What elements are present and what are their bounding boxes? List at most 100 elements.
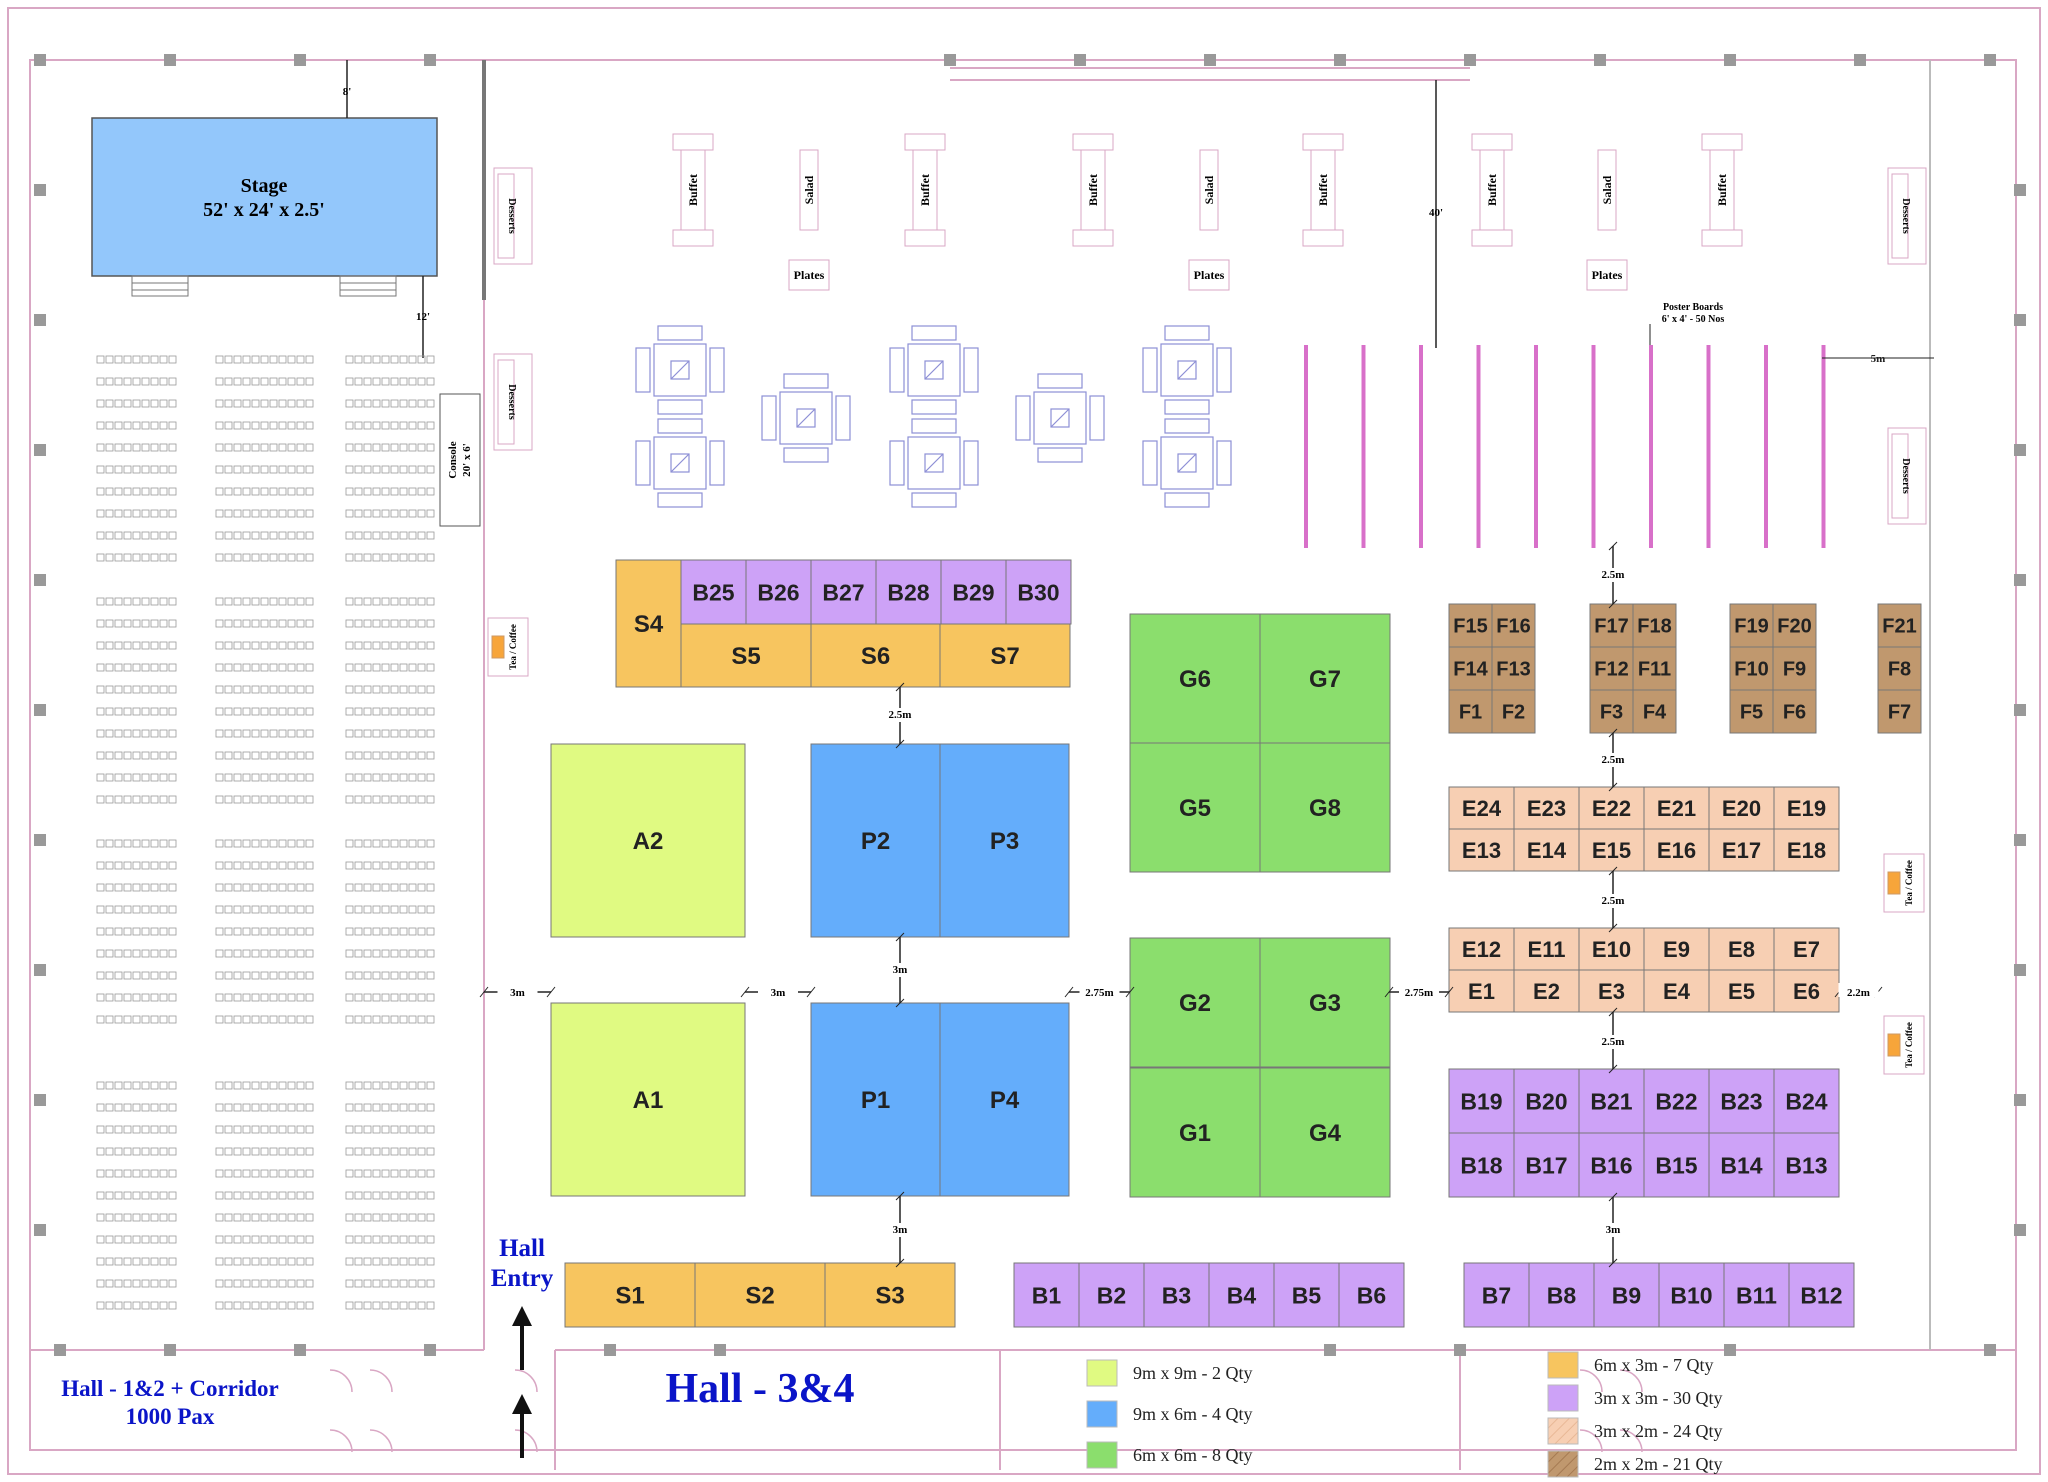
booth-shape[interactable] bbox=[1078, 1262, 1145, 1328]
booth-b24[interactable]: B24 bbox=[1773, 1068, 1840, 1134]
booth-e6[interactable]: E6 bbox=[1773, 969, 1840, 1013]
booth-b21[interactable]: B21 bbox=[1578, 1068, 1645, 1134]
booth-e21[interactable]: E21 bbox=[1643, 786, 1710, 830]
booth-e16[interactable]: E16 bbox=[1643, 828, 1710, 872]
booth-f20[interactable]: F20 bbox=[1772, 603, 1817, 648]
booth-b11[interactable]: B11 bbox=[1723, 1262, 1790, 1328]
booth-b2[interactable]: B2 bbox=[1078, 1262, 1145, 1328]
booth-f11[interactable]: F11 bbox=[1632, 646, 1677, 691]
booth-b17[interactable]: B17 bbox=[1513, 1132, 1580, 1198]
booth-shape[interactable] bbox=[1589, 646, 1634, 691]
booth-shape[interactable] bbox=[1129, 613, 1261, 744]
booth-e12[interactable]: E12 bbox=[1448, 927, 1515, 971]
booth-shape[interactable] bbox=[1338, 1262, 1405, 1328]
booth-shape[interactable] bbox=[1448, 786, 1515, 830]
booth-e22[interactable]: E22 bbox=[1578, 786, 1645, 830]
booth-b10[interactable]: B10 bbox=[1658, 1262, 1725, 1328]
booth-shape[interactable] bbox=[1491, 646, 1536, 691]
booth-shape[interactable] bbox=[824, 1262, 956, 1328]
booth-e20[interactable]: E20 bbox=[1708, 786, 1775, 830]
booth-shape[interactable] bbox=[1773, 786, 1840, 830]
booth-f13[interactable]: F13 bbox=[1491, 646, 1536, 691]
booth-f9[interactable]: F9 bbox=[1772, 646, 1817, 691]
booth-shape[interactable] bbox=[1448, 1068, 1515, 1134]
booth-shape[interactable] bbox=[1643, 828, 1710, 872]
booth-e10[interactable]: E10 bbox=[1578, 927, 1645, 971]
booth-b20[interactable]: B20 bbox=[1513, 1068, 1580, 1134]
booth-f19[interactable]: F19 bbox=[1729, 603, 1774, 648]
booth-f5[interactable]: F5 bbox=[1729, 689, 1774, 734]
booth-f12[interactable]: F12 bbox=[1589, 646, 1634, 691]
booth-shape[interactable] bbox=[745, 559, 812, 625]
booth-g2[interactable]: G2 bbox=[1129, 937, 1261, 1068]
booth-shape[interactable] bbox=[1513, 1132, 1580, 1198]
booth-shape[interactable] bbox=[1513, 1068, 1580, 1134]
booth-s7[interactable]: S7 bbox=[939, 623, 1071, 688]
booth-b4[interactable]: B4 bbox=[1208, 1262, 1275, 1328]
booth-b28[interactable]: B28 bbox=[875, 559, 942, 625]
booth-shape[interactable] bbox=[1578, 786, 1645, 830]
booth-b22[interactable]: B22 bbox=[1643, 1068, 1710, 1134]
booth-shape[interactable] bbox=[1273, 1262, 1340, 1328]
booth-p4[interactable]: P4 bbox=[939, 1002, 1070, 1197]
booth-f14[interactable]: F14 bbox=[1448, 646, 1493, 691]
booth-e11[interactable]: E11 bbox=[1513, 927, 1580, 971]
booth-shape[interactable] bbox=[939, 623, 1071, 688]
booth-b18[interactable]: B18 bbox=[1448, 1132, 1515, 1198]
booth-b9[interactable]: B9 bbox=[1593, 1262, 1660, 1328]
booth-shape[interactable] bbox=[1005, 559, 1072, 625]
booth-s6[interactable]: S6 bbox=[810, 623, 941, 688]
booth-shape[interactable] bbox=[1259, 613, 1391, 744]
booth-shape[interactable] bbox=[1643, 969, 1710, 1013]
booth-b12[interactable]: B12 bbox=[1788, 1262, 1855, 1328]
booth-shape[interactable] bbox=[615, 559, 682, 688]
booth-s1[interactable]: S1 bbox=[564, 1262, 696, 1328]
booth-shape[interactable] bbox=[1708, 969, 1775, 1013]
booth-b1[interactable]: B1 bbox=[1013, 1262, 1080, 1328]
booth-shape[interactable] bbox=[1772, 689, 1817, 734]
booth-f16[interactable]: F16 bbox=[1491, 603, 1536, 648]
booth-shape[interactable] bbox=[1773, 1068, 1840, 1134]
booth-shape[interactable] bbox=[1578, 1132, 1645, 1198]
booth-shape[interactable] bbox=[1589, 689, 1634, 734]
booth-shape[interactable] bbox=[1578, 828, 1645, 872]
booth-shape[interactable] bbox=[1491, 603, 1536, 648]
booth-shape[interactable] bbox=[1448, 689, 1493, 734]
booth-shape[interactable] bbox=[1143, 1262, 1210, 1328]
booth-e24[interactable]: E24 bbox=[1448, 786, 1515, 830]
booth-f15[interactable]: F15 bbox=[1448, 603, 1493, 648]
booth-e2[interactable]: E2 bbox=[1513, 969, 1580, 1013]
booth-shape[interactable] bbox=[1513, 786, 1580, 830]
booth-shape[interactable] bbox=[564, 1262, 696, 1328]
booth-f17[interactable]: F17 bbox=[1589, 603, 1634, 648]
booth-e17[interactable]: E17 bbox=[1708, 828, 1775, 872]
booth-shape[interactable] bbox=[1773, 927, 1840, 971]
booth-shape[interactable] bbox=[1513, 969, 1580, 1013]
booth-shape[interactable] bbox=[1788, 1262, 1855, 1328]
booth-shape[interactable] bbox=[1877, 646, 1922, 691]
booth-shape[interactable] bbox=[1259, 742, 1391, 873]
booth-a1[interactable]: A1 bbox=[550, 1002, 746, 1197]
booth-g6[interactable]: G6 bbox=[1129, 613, 1261, 744]
booth-e7[interactable]: E7 bbox=[1773, 927, 1840, 971]
booth-e5[interactable]: E5 bbox=[1708, 969, 1775, 1013]
booth-g5[interactable]: G5 bbox=[1129, 742, 1261, 873]
booth-b16[interactable]: B16 bbox=[1578, 1132, 1645, 1198]
booth-f8[interactable]: F8 bbox=[1877, 646, 1922, 691]
booth-shape[interactable] bbox=[1773, 1132, 1840, 1198]
booth-shape[interactable] bbox=[1448, 646, 1493, 691]
booth-g3[interactable]: G3 bbox=[1259, 937, 1391, 1068]
booth-shape[interactable] bbox=[694, 1262, 826, 1328]
booth-shape[interactable] bbox=[550, 743, 746, 938]
booth-shape[interactable] bbox=[1643, 927, 1710, 971]
booth-f18[interactable]: F18 bbox=[1632, 603, 1677, 648]
booth-f7[interactable]: F7 bbox=[1877, 689, 1922, 734]
booth-shape[interactable] bbox=[1513, 927, 1580, 971]
booth-e15[interactable]: E15 bbox=[1578, 828, 1645, 872]
booth-b27[interactable]: B27 bbox=[810, 559, 877, 625]
booth-b6[interactable]: B6 bbox=[1338, 1262, 1405, 1328]
booth-shape[interactable] bbox=[1708, 786, 1775, 830]
booth-b14[interactable]: B14 bbox=[1708, 1132, 1775, 1198]
booth-e18[interactable]: E18 bbox=[1773, 828, 1840, 872]
booth-g7[interactable]: G7 bbox=[1259, 613, 1391, 744]
